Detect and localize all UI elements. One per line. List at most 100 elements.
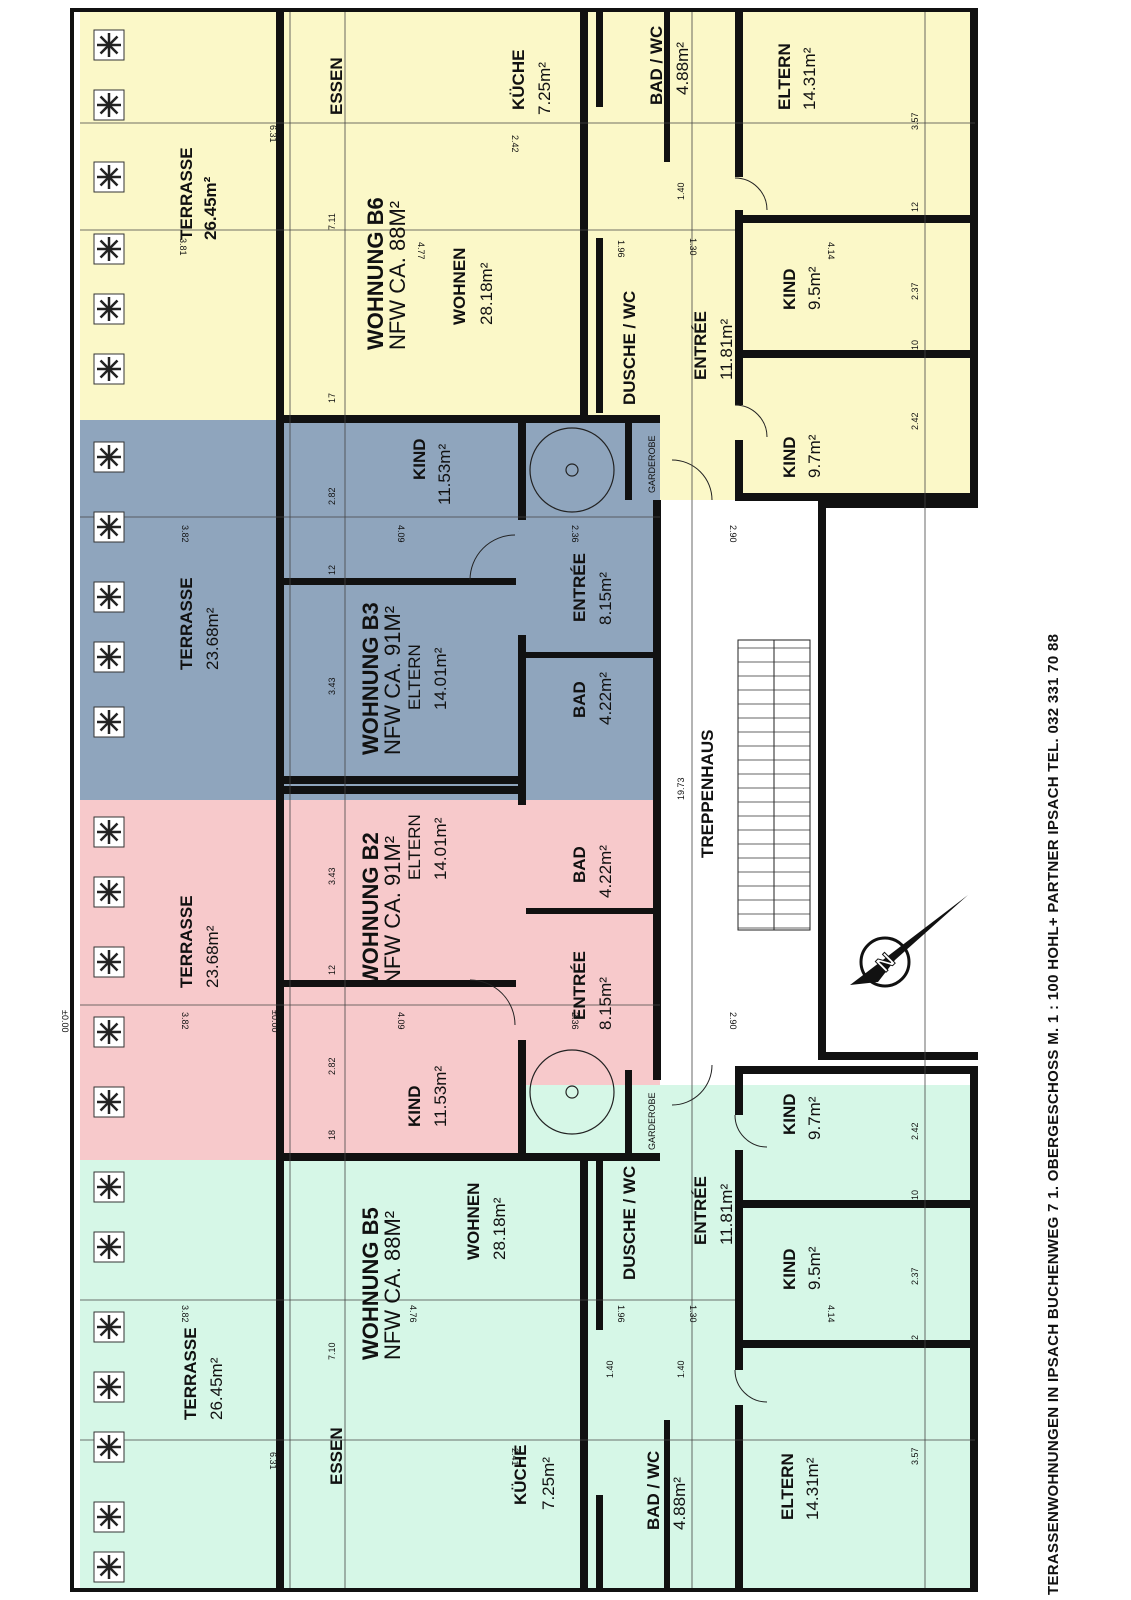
b2-kind-area: 11.53m² — [431, 1066, 450, 1127]
zone-b5-interior — [285, 1160, 975, 1590]
b5-kind2-name: KIND — [780, 1093, 799, 1135]
dim-130-bottom: 1.30 — [688, 1305, 698, 1323]
stair-name: TREPPENHAUS — [698, 730, 717, 858]
b6-kind1-name: KIND — [780, 268, 799, 310]
zones — [80, 10, 975, 1590]
b6-title: WOHNUNG B6 — [363, 197, 388, 350]
b3-eltern-name: ELTERN — [405, 644, 424, 710]
b5-terrace-area: 26.45m² — [207, 1357, 226, 1420]
dim-381: 3.81 — [178, 238, 188, 256]
b5-kind1-name: KIND — [780, 1248, 799, 1290]
dim-17: 17 — [327, 393, 337, 403]
b3-kind-area: 11.53m² — [435, 444, 454, 505]
b6-kueche-area: 7.25m² — [535, 62, 554, 115]
dim-382-b5: 3.82 — [180, 1305, 190, 1323]
dim-282-b2: 2.82 — [327, 1057, 337, 1075]
b5-kueche-area: 7.25m² — [539, 1457, 558, 1510]
b3-bad-name: BAD — [570, 681, 589, 718]
plant-icon — [93, 1171, 125, 1203]
dim-12-top: 12 — [910, 202, 920, 212]
dim-140-b5b: 1.40 — [676, 1360, 686, 1378]
dim-000-left: ±0.00 — [60, 1010, 70, 1032]
dim-477: 4.77 — [416, 242, 426, 260]
dim-241: 2.41 — [510, 1448, 520, 1466]
b3-terrace-name: TERRASSE — [177, 577, 196, 670]
b5-wohnen-name: WOHNEN — [464, 1183, 483, 1260]
dim-631-top: 6.31 — [268, 125, 278, 143]
dim-000-mid: ±0.00 — [270, 1010, 280, 1032]
dim-196-bottom: 1.96 — [616, 1305, 626, 1323]
b5-terrace-name: TERRASSE — [181, 1327, 200, 1420]
plant-icon — [93, 641, 125, 673]
dim-140-b5a: 1.40 — [605, 1360, 615, 1378]
b3-bad-area: 4.22m² — [596, 672, 615, 725]
dim-242-top: 2.42 — [510, 135, 520, 153]
dim-237-bottom: 2.37 — [910, 1267, 920, 1285]
b6-nfw: NFW CA. 88M² — [385, 201, 410, 350]
b2-bad-area: 4.22m² — [596, 845, 615, 898]
b6-essen: ESSEN — [327, 57, 346, 115]
dim-236-b2: 2.36 — [570, 1012, 580, 1030]
plant-icon — [93, 1431, 125, 1463]
dim-140-top: 1.40 — [676, 182, 686, 200]
dim-710: 7.10 — [327, 1342, 337, 1360]
b2-kind-name: KIND — [405, 1085, 424, 1127]
plant-icon — [93, 511, 125, 543]
b2-eltern-area: 14.01m² — [431, 817, 450, 880]
plant-icon — [93, 29, 125, 61]
b6-kind2-name: KIND — [780, 436, 799, 478]
dim-1973: 19.73 — [676, 777, 686, 800]
dim-10-bottom: 10 — [910, 1190, 920, 1200]
dim-409-b3: 4.09 — [396, 525, 406, 543]
dim-631-bottom: 6.31 — [268, 1452, 278, 1470]
dim-130-top: 1.30 — [688, 238, 698, 256]
b2-terrace-area: 23.68m² — [203, 925, 222, 988]
plant-icon — [93, 353, 125, 385]
drawing-caption: TERASSENWOHNUNGEN IN IPSACH BUCHENWEG 7 … — [1045, 633, 1062, 1595]
b5-kind2-area: 9.7m² — [805, 1096, 824, 1140]
dim-10-top: 10 — [910, 340, 920, 350]
b2-terrace-name: TERRASSE — [177, 895, 196, 988]
b2-garderobe: GARDEROBE — [647, 1092, 657, 1150]
plant-icon — [93, 876, 125, 908]
b5-title: WOHNUNG B5 — [358, 1207, 383, 1360]
b5-kueche-name: KÜCHE — [511, 1445, 530, 1505]
dim-343-b3: 3.43 — [327, 677, 337, 695]
dim-290-top: 2.90 — [728, 525, 738, 543]
plant-icon — [93, 1551, 125, 1583]
zone-b6-terrace — [80, 10, 285, 420]
b3-terrace-area: 23.68m² — [203, 607, 222, 670]
b5-wohnen-area: 28.18m² — [490, 1197, 509, 1260]
zone-stair — [660, 515, 825, 1080]
b6-kueche-name: KÜCHE — [509, 50, 528, 110]
b5-kind1-area: 9.5m² — [805, 1246, 824, 1290]
stair-treads — [738, 647, 810, 929]
dim-12-b3: 12 — [327, 565, 337, 575]
b5-essen: ESSEN — [327, 1427, 346, 1485]
dim-343-b2: 3.43 — [327, 867, 337, 885]
b6-terrace-name: TERRASSE — [177, 147, 196, 240]
b2-nfw: NFW CA. 91M² — [380, 836, 405, 985]
b2-entree-name: ENTRÉE — [570, 951, 589, 1020]
b6-dusche: DUSCHE / WC — [620, 291, 639, 405]
b5-eltern-name: ELTERN — [778, 1453, 797, 1520]
b2-eltern-name: ELTERN — [405, 814, 424, 880]
b6-kind1-area: 9.5m² — [805, 266, 824, 310]
dim-242-kind-bottom: 2.42 — [910, 1122, 920, 1140]
zone-b3 — [80, 420, 660, 800]
b6-wohnen-area: 28.18m² — [477, 262, 496, 325]
dim-357-top: 3.57 — [910, 112, 920, 130]
dim-12-bottom: 12 — [910, 1335, 920, 1345]
dim-18: 18 — [327, 1130, 337, 1140]
b5-eltern-area: 14.31m² — [803, 1457, 822, 1520]
b3-eltern-area: 14.01m² — [431, 647, 450, 710]
plant-icon — [93, 293, 125, 325]
dim-236-b3: 2.36 — [570, 525, 580, 543]
b2-title: WOHNUNG B2 — [358, 832, 383, 985]
plant-icon — [93, 1501, 125, 1533]
b6-bad-name: BAD / WC — [647, 26, 666, 105]
dim-196-top: 1.96 — [616, 240, 626, 258]
dim-12-b2: 12 — [327, 965, 337, 975]
b5-nfw: NFW CA. 88M² — [380, 1211, 405, 1360]
